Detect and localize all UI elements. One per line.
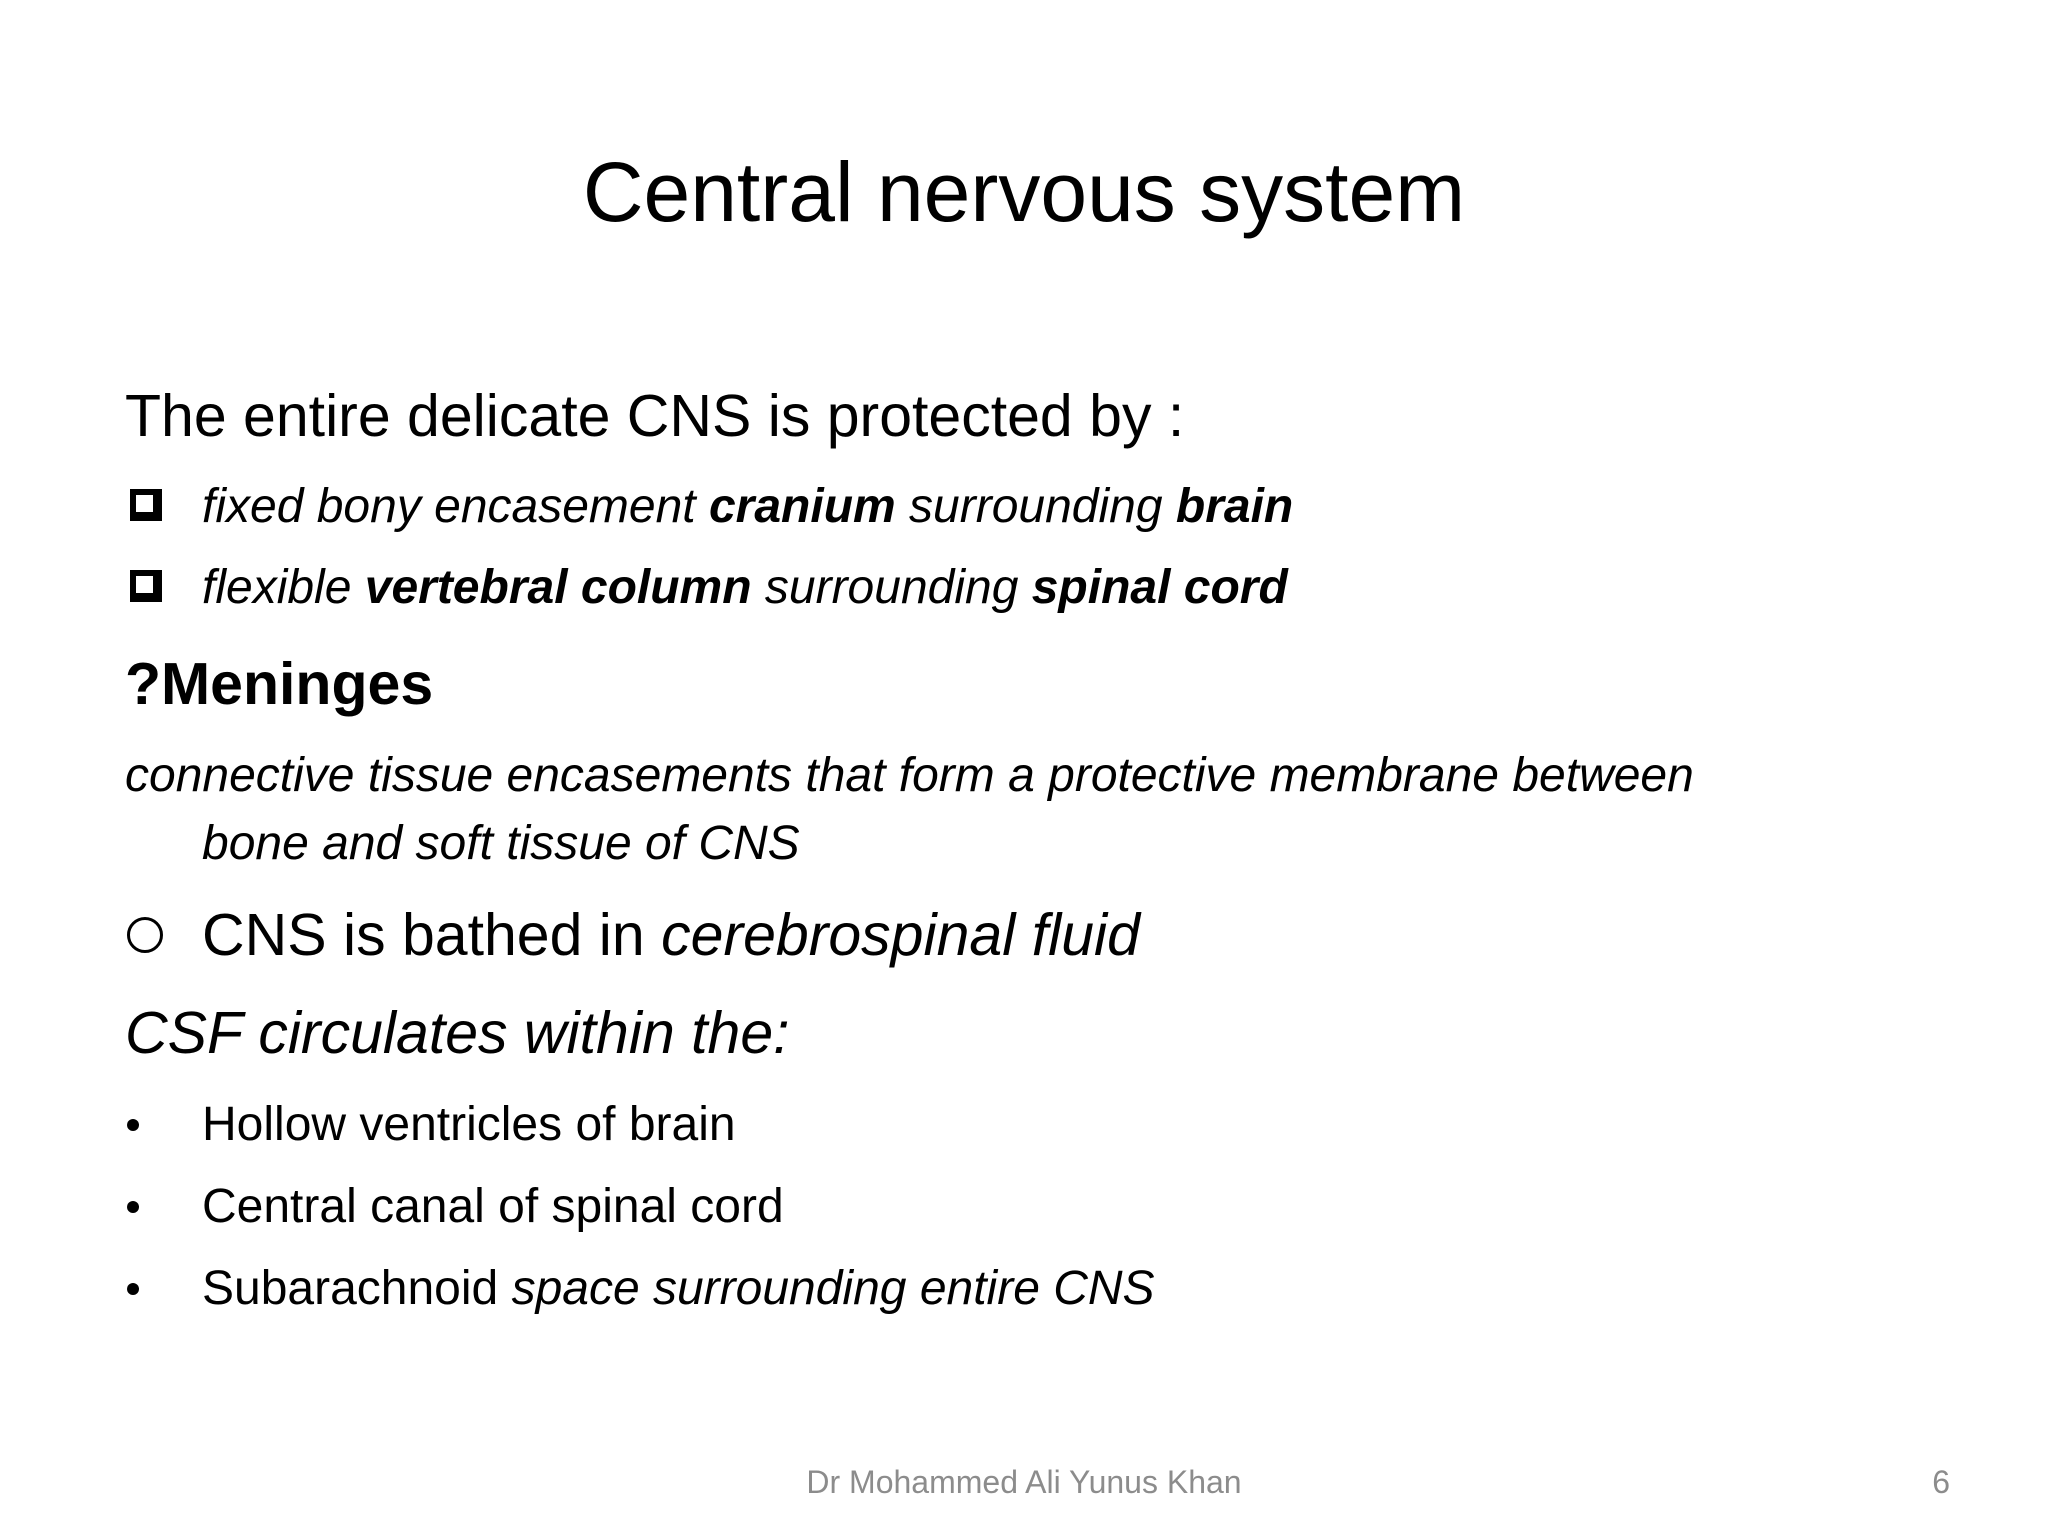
item-text-part: fixed bony encasement <box>202 480 709 533</box>
meninges-description: connective tissue encasements that form … <box>125 749 1694 802</box>
meninges-heading: ?Meninges <box>125 651 434 717</box>
checkbox-square-icon <box>130 489 162 521</box>
bullet-dot-icon <box>127 1283 139 1295</box>
item-text-bold: spinal cord <box>1031 561 1288 614</box>
csf-heading: CSF circulates within the: <box>125 1000 790 1066</box>
item-text-bold: cranium <box>708 480 896 533</box>
csf-list-item-text: Hollow ventricles of brain <box>202 1095 736 1155</box>
item-text-bold: brain <box>1175 480 1294 533</box>
bullet-dot-icon <box>127 1201 139 1213</box>
protection-item-text: flexible vertebral column surrounding sp… <box>202 558 1288 618</box>
item-text-part: flexible <box>202 561 365 614</box>
item-text-bold: vertebral column <box>364 561 752 614</box>
csf-list-item-text: Central canal of spinal cord <box>202 1177 784 1237</box>
item-text-part: surrounding <box>895 480 1176 533</box>
csf-statement-plain: CNS is bathed in <box>202 902 662 968</box>
circle-bullet-icon <box>127 917 163 953</box>
slide-page-number: 6 <box>1932 1464 1950 1500</box>
item-text-part: Hollow ventricles of brain <box>202 1098 736 1151</box>
slide-title: Central nervous system <box>582 145 1466 239</box>
item-text-italic: space surrounding entire CNS <box>511 1262 1155 1315</box>
csf-list-item-text: Subarachnoid space surrounding entire CN… <box>202 1259 1155 1319</box>
bullet-dot-icon <box>127 1119 139 1131</box>
csf-statement-text: CNS is bathed in cerebrospinal fluid <box>202 895 1140 975</box>
slide-footer-author: Dr Mohammed Ali Yunus Khan <box>806 1464 1242 1500</box>
item-text-part: Subarachnoid <box>202 1262 512 1315</box>
intro-text: The entire delicate CNS is protected by … <box>125 383 1185 449</box>
protection-item-text: fixed bony encasement cranium surroundin… <box>202 477 1293 537</box>
checkbox-square-icon <box>130 570 162 602</box>
meninges-description-continued: bone and soft tissue of CNS <box>202 817 800 870</box>
item-text-part: surrounding <box>751 561 1032 614</box>
item-text-part: Central canal of spinal cord <box>202 1180 784 1233</box>
csf-statement-italic: cerebrospinal fluid <box>661 902 1140 968</box>
